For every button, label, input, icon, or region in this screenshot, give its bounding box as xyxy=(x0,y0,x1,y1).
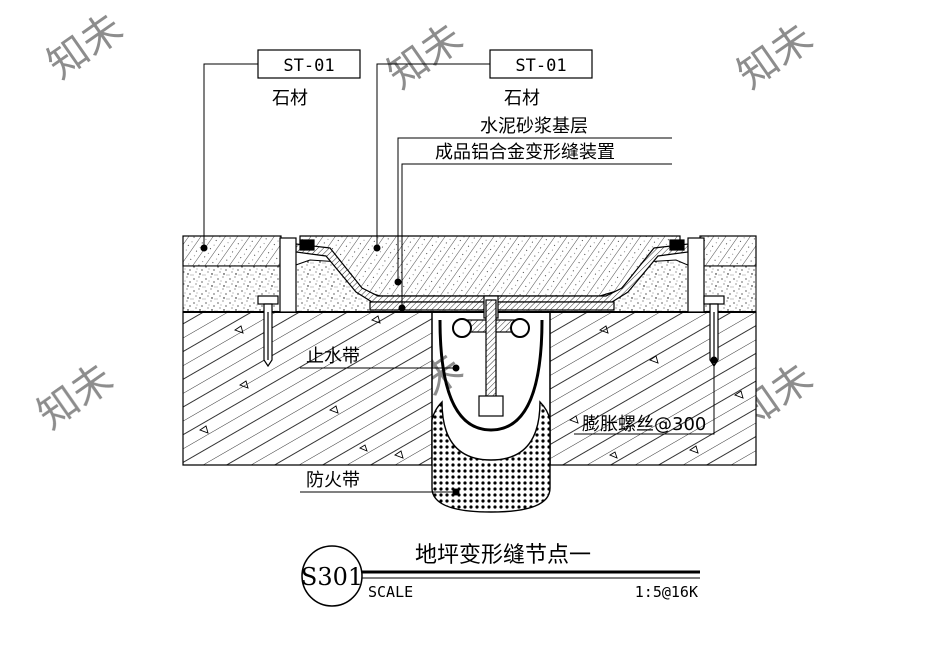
detail-number: S301 xyxy=(301,563,363,591)
title-block: S301 地坪变形缝节点一 SCALE 1:5@16K xyxy=(301,543,700,607)
label-waterstop: 止水带 xyxy=(306,346,360,367)
tag-code: ST-01 xyxy=(515,56,566,76)
material-tag-2: ST-01 石材 xyxy=(489,49,593,109)
center-bolt xyxy=(478,299,504,417)
watermark: 知未 xyxy=(729,15,821,99)
label-mortar-layer: 水泥砂浆基层 xyxy=(480,116,588,137)
detail-title: 地坪变形缝节点一 xyxy=(415,543,591,568)
label-expansion-bolt: 膨胀螺丝@300 xyxy=(582,414,706,435)
scale-value: 1:5@16K xyxy=(635,583,698,601)
fire-strip xyxy=(431,400,551,513)
leader-dots xyxy=(200,244,718,496)
waterstop xyxy=(438,319,544,432)
material-tag-1: ST-01 石材 xyxy=(257,49,361,109)
label-aluminum-device: 成品铝合金变形缝装置 xyxy=(435,142,615,163)
watermark: 知未 xyxy=(29,355,121,439)
leader-lines xyxy=(203,63,715,493)
tag-material: 石材 xyxy=(504,88,540,109)
tag-code: ST-01 xyxy=(283,56,334,76)
watermark: 知未 xyxy=(39,5,131,89)
detail-number-circle xyxy=(301,545,363,607)
aggregate-marks xyxy=(199,315,744,459)
expansion-bolt-left xyxy=(257,295,279,368)
tag-material: 石材 xyxy=(272,88,308,109)
scale-label: SCALE xyxy=(368,583,413,601)
label-fire-strip: 防火带 xyxy=(306,470,360,491)
concrete-slab xyxy=(182,311,757,466)
watermark: 知未 xyxy=(379,15,471,99)
expansion-bolt-right xyxy=(703,295,725,368)
